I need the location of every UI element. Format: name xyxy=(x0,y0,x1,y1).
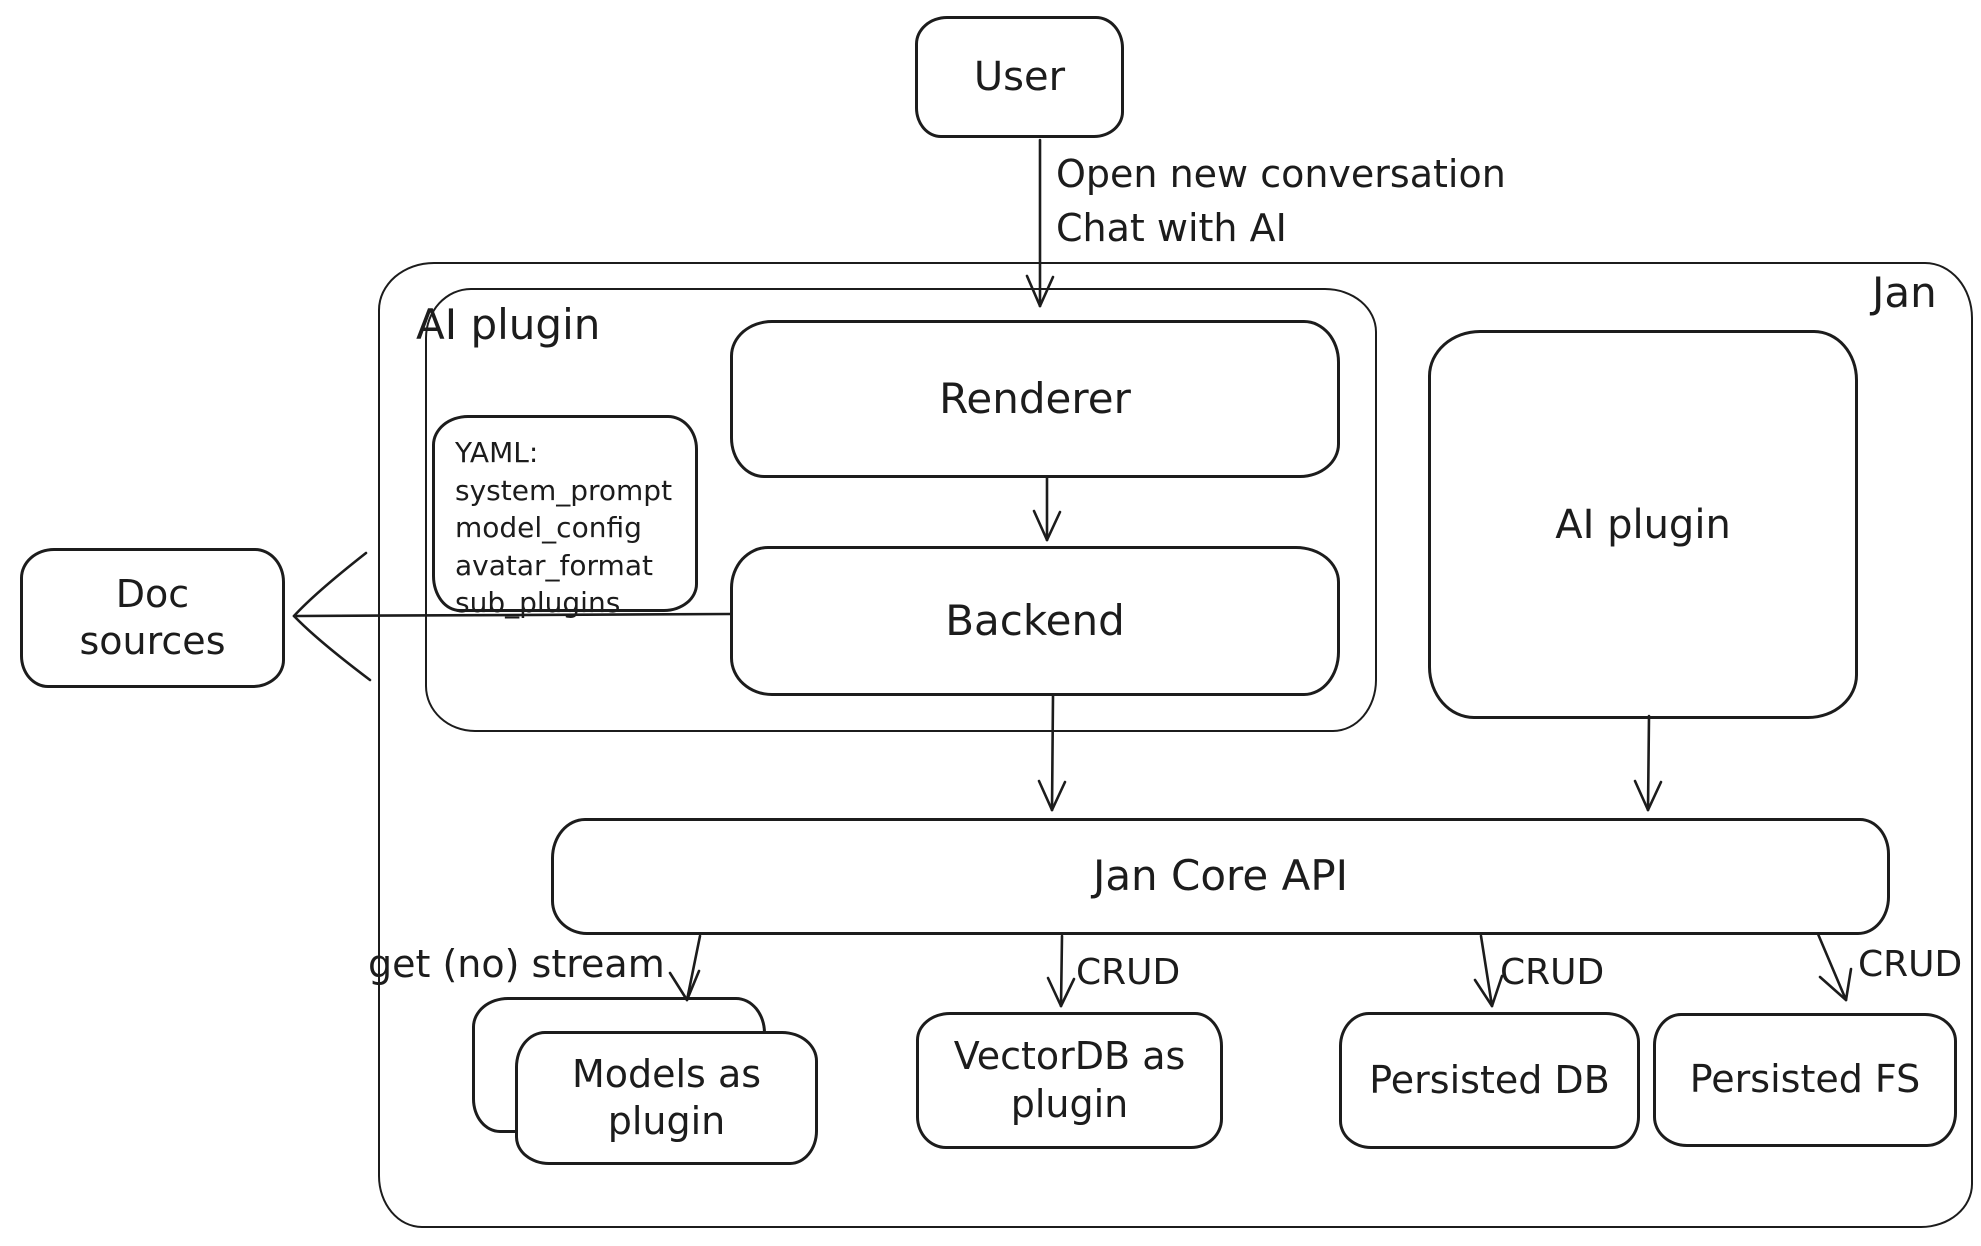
yaml-note-line: avatar_format xyxy=(455,548,653,582)
persisted-db-node-label: Persisted DB xyxy=(1369,1057,1610,1102)
user-node: User xyxy=(915,16,1124,138)
doc-sources-node-label: Doc sources xyxy=(79,571,226,664)
edge-label-get-no-stream: get (no) stream xyxy=(368,942,665,986)
edge-label-crud-persisted-fs: CRUD xyxy=(1858,944,1963,985)
edge-label-chat-with-ai: Chat with AI xyxy=(1056,206,1287,250)
ai-plugin-node: AI plugin xyxy=(1428,330,1858,719)
doc-sources-node: Doc sources xyxy=(20,548,285,688)
yaml-note-line: sub_plugins xyxy=(455,586,621,620)
persisted-fs-node-label: Persisted FS xyxy=(1689,1057,1921,1102)
vectordb-plugin-node-label: VectorDB as plugin xyxy=(953,1034,1186,1126)
yaml-note: YAML: system_prompt model_config avatar_… xyxy=(432,415,698,619)
edge-label-crud-vectordb: CRUD xyxy=(1076,952,1181,993)
vectordb-plugin-node: VectorDB as plugin xyxy=(916,1012,1223,1149)
yaml-note-line: model_config xyxy=(455,511,642,545)
ai-plugin-container-label: AI plugin xyxy=(416,300,601,349)
jan-container xyxy=(378,262,1973,1228)
jan-core-api-node-label: Jan Core API xyxy=(1092,851,1349,901)
yaml-note-line: system_prompt xyxy=(455,473,673,507)
user-node-label: User xyxy=(973,54,1066,100)
persisted-db-node: Persisted DB xyxy=(1339,1012,1640,1149)
models-plugin-node: Models as plugin xyxy=(515,1031,818,1165)
jan-container-label: Jan xyxy=(1872,268,1937,317)
edge-label-open-conversation: Open new conversation xyxy=(1056,152,1506,196)
ai-plugin-node-label: AI plugin xyxy=(1555,501,1731,548)
jan-core-api-node: Jan Core API xyxy=(551,818,1890,935)
edge-label-crud-persisted-db: CRUD xyxy=(1500,952,1605,993)
models-plugin-node-label: Models as plugin xyxy=(571,1051,762,1144)
renderer-node: Renderer xyxy=(730,320,1340,478)
ai-plugin-container xyxy=(425,288,1377,732)
yaml-note-line: YAML: xyxy=(455,436,539,469)
backend-node: Backend xyxy=(730,546,1340,696)
persisted-fs-node: Persisted FS xyxy=(1653,1013,1957,1147)
renderer-node-label: Renderer xyxy=(939,373,1131,423)
backend-node-label: Backend xyxy=(945,595,1125,645)
